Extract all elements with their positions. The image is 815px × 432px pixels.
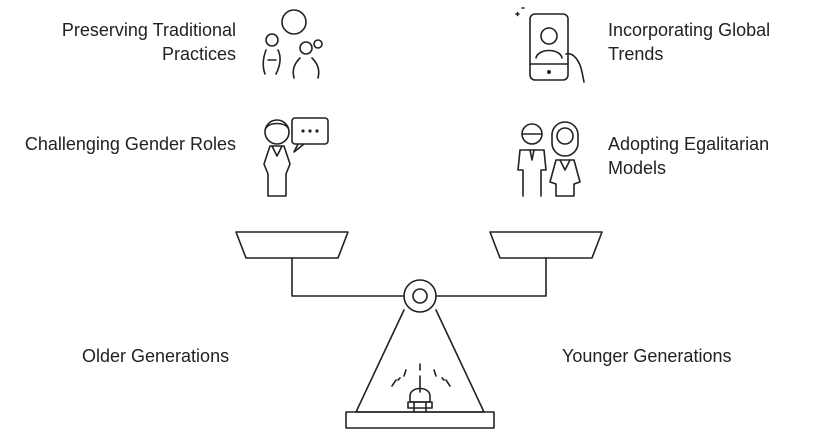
label-older-generations: Older Generations xyxy=(82,346,230,366)
label-text: Preserving Traditional Practices xyxy=(61,20,236,64)
smartphone-video-call-icon xyxy=(515,7,585,83)
couple-icon xyxy=(517,121,581,197)
label-text: Adopting Egalitarian Models xyxy=(608,134,770,178)
scale-stand xyxy=(345,309,495,429)
woman-speech-bubble-icon xyxy=(263,117,329,197)
label-text: Challenging Gender Roles xyxy=(24,134,236,154)
label-challenging-gender-roles: Challenging Gender Roles xyxy=(0,132,236,156)
label-incorporating-global-trends: Incorporating Global Trends xyxy=(608,18,815,66)
label-text: Incorporating Global Trends xyxy=(608,20,771,64)
family-icon xyxy=(262,9,323,79)
label-preserving-traditional-practices: Preserving Traditional Practices xyxy=(0,18,236,66)
label-younger-generations: Younger Generations xyxy=(562,346,732,366)
scale-beam xyxy=(235,231,603,313)
label-adopting-egalitarian-models: Adopting Egalitarian Models xyxy=(608,132,815,180)
